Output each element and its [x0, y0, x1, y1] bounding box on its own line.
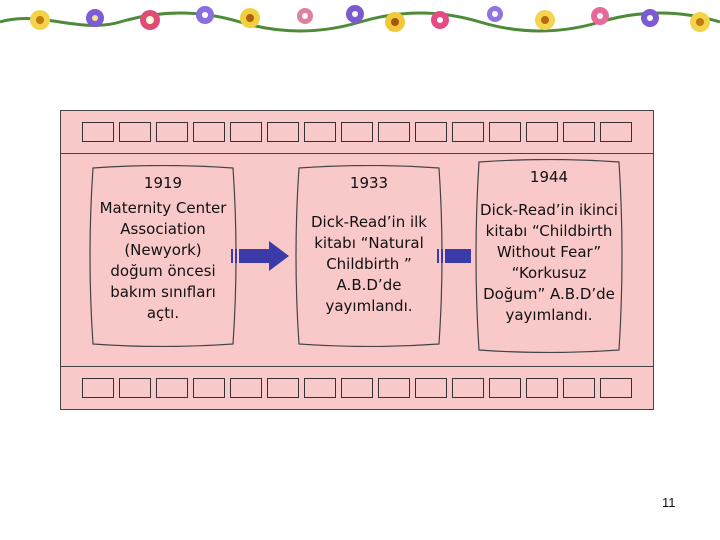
- perforation: [378, 122, 410, 142]
- timeline-frame-1933: 1933 Dick-Read’in ilk kitabı “Natural Ch…: [291, 165, 447, 347]
- perforation: [341, 378, 373, 398]
- page-number: 11: [662, 495, 676, 510]
- perforation: [119, 122, 151, 142]
- frame-border: [89, 165, 237, 347]
- perforation: [82, 378, 114, 398]
- film-perforations-top: [61, 111, 653, 154]
- frame-year: 1919: [143, 174, 183, 192]
- perforation: [600, 122, 632, 142]
- frame-year: 1933: [349, 174, 389, 192]
- frame-border: [475, 159, 623, 353]
- perforation: [563, 378, 595, 398]
- timeline-frame-1919: 1919 Maternity Center Association (Newyo…: [85, 165, 241, 347]
- film-perforations-bottom: [61, 366, 653, 409]
- film-strip: 1919 Maternity Center Association (Newyo…: [60, 110, 654, 410]
- perforation: [452, 122, 484, 142]
- perforation: [230, 122, 262, 142]
- perforation: [600, 378, 632, 398]
- flower-garland-decoration: [0, 5, 720, 33]
- perforation: [230, 378, 262, 398]
- perforation: [267, 122, 299, 142]
- perforation: [267, 378, 299, 398]
- perforation: [563, 122, 595, 142]
- perforation: [526, 378, 558, 398]
- perforation: [489, 378, 521, 398]
- perforation: [304, 378, 336, 398]
- arrow-right-icon: [231, 241, 289, 271]
- perforation: [489, 122, 521, 142]
- perforation: [193, 378, 225, 398]
- perforation: [193, 122, 225, 142]
- frame-text: Maternity Center Association (Newyork) d…: [99, 199, 227, 322]
- frame-text: Dick-Read’in ilk kitabı “Natural Childbi…: [311, 213, 427, 315]
- perforation: [304, 122, 336, 142]
- perforation: [526, 122, 558, 142]
- perforation: [415, 378, 447, 398]
- frame-text: Dick-Read’in ikinci kitabı “Childbirth W…: [480, 201, 618, 324]
- perforation: [82, 122, 114, 142]
- perforation: [452, 378, 484, 398]
- timeline-frame-1944: 1944 Dick-Read’in ikinci kitabı “Childbi…: [471, 159, 627, 353]
- perforation: [341, 122, 373, 142]
- frame-year: 1944: [529, 168, 569, 186]
- perforation: [378, 378, 410, 398]
- perforation: [119, 378, 151, 398]
- perforation: [415, 122, 447, 142]
- perforation: [156, 378, 188, 398]
- frame-border: [295, 165, 443, 347]
- perforation: [156, 122, 188, 142]
